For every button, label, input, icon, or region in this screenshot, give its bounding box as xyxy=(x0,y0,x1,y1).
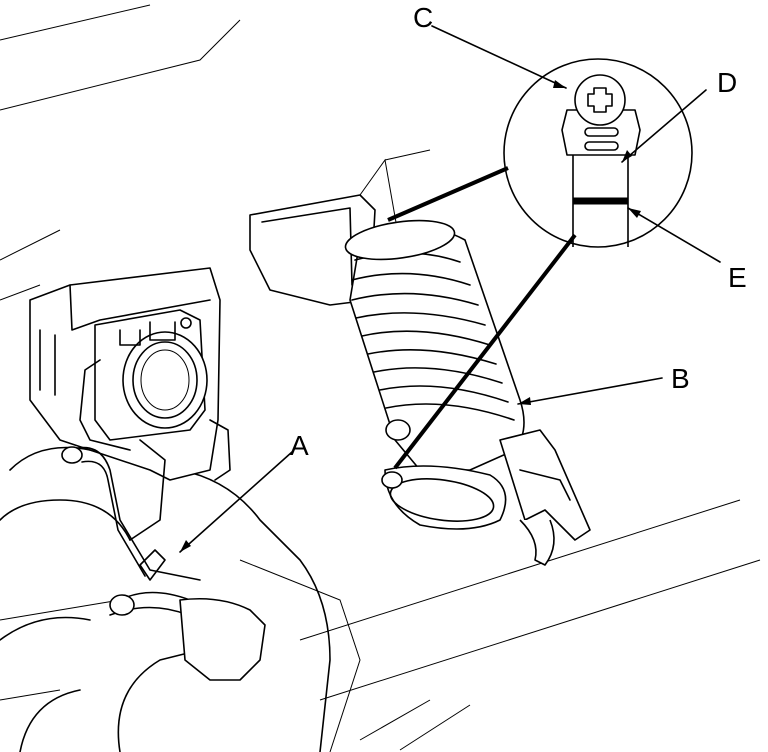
callout-d: D xyxy=(717,67,737,98)
intake-duct xyxy=(344,219,591,566)
hose-clamp-detail xyxy=(561,74,641,247)
leader-lines xyxy=(179,25,721,553)
throttle-body xyxy=(29,267,231,481)
callout-e: E xyxy=(728,262,747,293)
detail-inset xyxy=(387,58,693,470)
callout-c: C xyxy=(413,2,433,33)
hoses xyxy=(61,439,266,681)
callout-a: A xyxy=(290,430,309,461)
engine-background xyxy=(0,4,761,752)
callout-b: B xyxy=(671,363,690,394)
